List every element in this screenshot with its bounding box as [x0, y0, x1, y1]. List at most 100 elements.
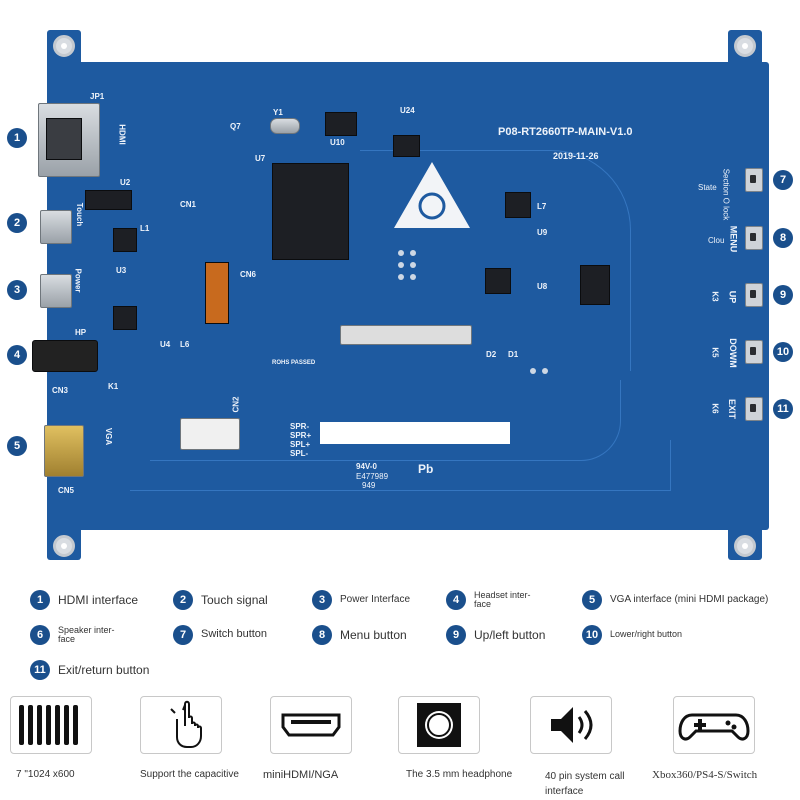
mount-hole [53, 35, 75, 57]
feature-resolution [10, 696, 92, 754]
via [410, 274, 416, 280]
silk-spr-plus: SPR+ [290, 431, 312, 440]
via [398, 274, 404, 280]
feature-hdmi [270, 696, 352, 754]
callout-11: 11 [773, 399, 793, 419]
silk-section-lock: Section O lock [721, 168, 731, 221]
silk-cn2: CN2 [231, 396, 241, 413]
silk-k5: K5 [710, 347, 720, 358]
legend-label: Menu button [340, 627, 407, 642]
legend-item: 6 Speaker inter- face [30, 625, 115, 645]
silk-state: State [698, 183, 717, 192]
feature-label: Support the capacitive [140, 769, 239, 780]
legend-item: 3 Power Interface [312, 590, 410, 610]
silk-u7: U7 [255, 154, 266, 163]
hdmi-port-opening [46, 118, 82, 160]
legend-item: 7 Switch button [173, 625, 267, 645]
silk-spl-minus: SPL- [290, 449, 309, 458]
silk-touch: Touch [75, 202, 85, 227]
inductor [113, 228, 137, 252]
silk-menu: MENU [728, 225, 739, 253]
via [410, 262, 416, 268]
legend-number: 1 [30, 590, 50, 610]
legend-number: 7 [173, 625, 193, 645]
esd-warning-icon [394, 162, 470, 228]
feature-label: 40 pin system call interface [545, 771, 625, 797]
silk-jp1: JP1 [90, 92, 105, 101]
callout-1: 1 [7, 128, 27, 148]
callout-9: 9 [773, 285, 793, 305]
legend-item: 11 Exit/return button [30, 660, 149, 680]
legend-item: 4 Headset inter- face [446, 590, 531, 610]
legend-number: 6 [30, 625, 50, 645]
silk-u8: U8 [537, 282, 548, 291]
mount-hole [734, 535, 756, 557]
power-usb-port [40, 274, 72, 308]
silk-d1: D1 [508, 350, 519, 359]
exit-button [745, 397, 763, 421]
legend-number: 9 [446, 625, 466, 645]
touch-hand-icon [170, 700, 202, 748]
ic-chip [580, 265, 610, 305]
legend-label: HDMI interface [58, 592, 139, 607]
feature-label: Xbox360/PS4-S/Switch [652, 769, 758, 781]
menu-button [745, 226, 763, 250]
silk-l7: L7 [537, 202, 547, 211]
feature-gamepad [673, 696, 755, 754]
silk-u9: U9 [537, 228, 548, 237]
silk-cert-num: 949 [362, 481, 376, 490]
callout-10: 10 [773, 342, 793, 362]
label-sticker [320, 422, 510, 444]
silk-rohs: ROHS PASSED [272, 360, 316, 366]
silk-hdmi: HDMI [117, 124, 127, 145]
legend-label: Up/left button [474, 627, 546, 642]
silk-hp: HP [75, 328, 87, 337]
via [542, 368, 548, 374]
callout-3: 3 [7, 280, 27, 300]
silk-k6: K6 [710, 403, 720, 414]
gamepad-icon [678, 713, 750, 741]
legend-label: Switch button [201, 628, 268, 641]
feature-label: 7 "1024 x600 [16, 769, 75, 780]
headphone-jack [32, 340, 98, 372]
via [530, 368, 536, 374]
legend-label: Lower/right button [610, 629, 683, 640]
silk-u4: U4 [160, 340, 171, 349]
legend-label: Exit/return button [58, 662, 150, 677]
display-connector [340, 325, 472, 345]
legend-label: Speaker inter- face [58, 624, 115, 644]
legend-number: 5 [582, 590, 602, 610]
feature-speaker [530, 696, 612, 754]
touch-usb-port [40, 210, 72, 244]
silk-vga: VGA [104, 427, 114, 446]
silk-cn3: CN3 [52, 386, 69, 395]
legend-label: Power Interface [340, 593, 411, 605]
silk-ul: 94V-0 [356, 462, 377, 471]
inductor [505, 192, 531, 218]
callout-2: 2 [7, 213, 27, 233]
legend-number: 11 [30, 660, 50, 680]
silk-cn6: CN6 [240, 270, 257, 279]
callout-5: 5 [7, 436, 27, 456]
silk-l6: L6 [180, 340, 190, 349]
silk-spl-plus: SPL+ [290, 440, 311, 449]
legend-label: Headset inter- face [474, 589, 531, 609]
silk-spr-minus: SPR- [290, 422, 310, 431]
board-model-text: P08-RT2660TP-MAIN-V1.0 [498, 126, 633, 138]
silk-cn1: CN1 [180, 200, 197, 209]
board-photo: P08-RT2660TP-MAIN-V1.0 2019-11-26 JP1 HD… [7, 30, 793, 560]
pcb-trace [150, 380, 621, 461]
callout-8: 8 [773, 228, 793, 248]
legend-label: Touch signal [201, 592, 268, 607]
silk-cert-code: E477989 [356, 472, 389, 481]
legend-item: 10 Lower/right button [582, 625, 682, 645]
silk-cn5: CN5 [58, 486, 75, 495]
main-processor-chip [272, 163, 349, 260]
ribbon-connector [205, 262, 229, 324]
silk-power: Power [73, 268, 83, 293]
legend-item: 2 Touch signal [173, 590, 268, 610]
silk-clou: Clou [708, 236, 725, 245]
callout-7: 7 [773, 170, 793, 190]
legend-item: 1 HDMI interface [30, 590, 138, 610]
silk-u24: U24 [400, 106, 415, 115]
